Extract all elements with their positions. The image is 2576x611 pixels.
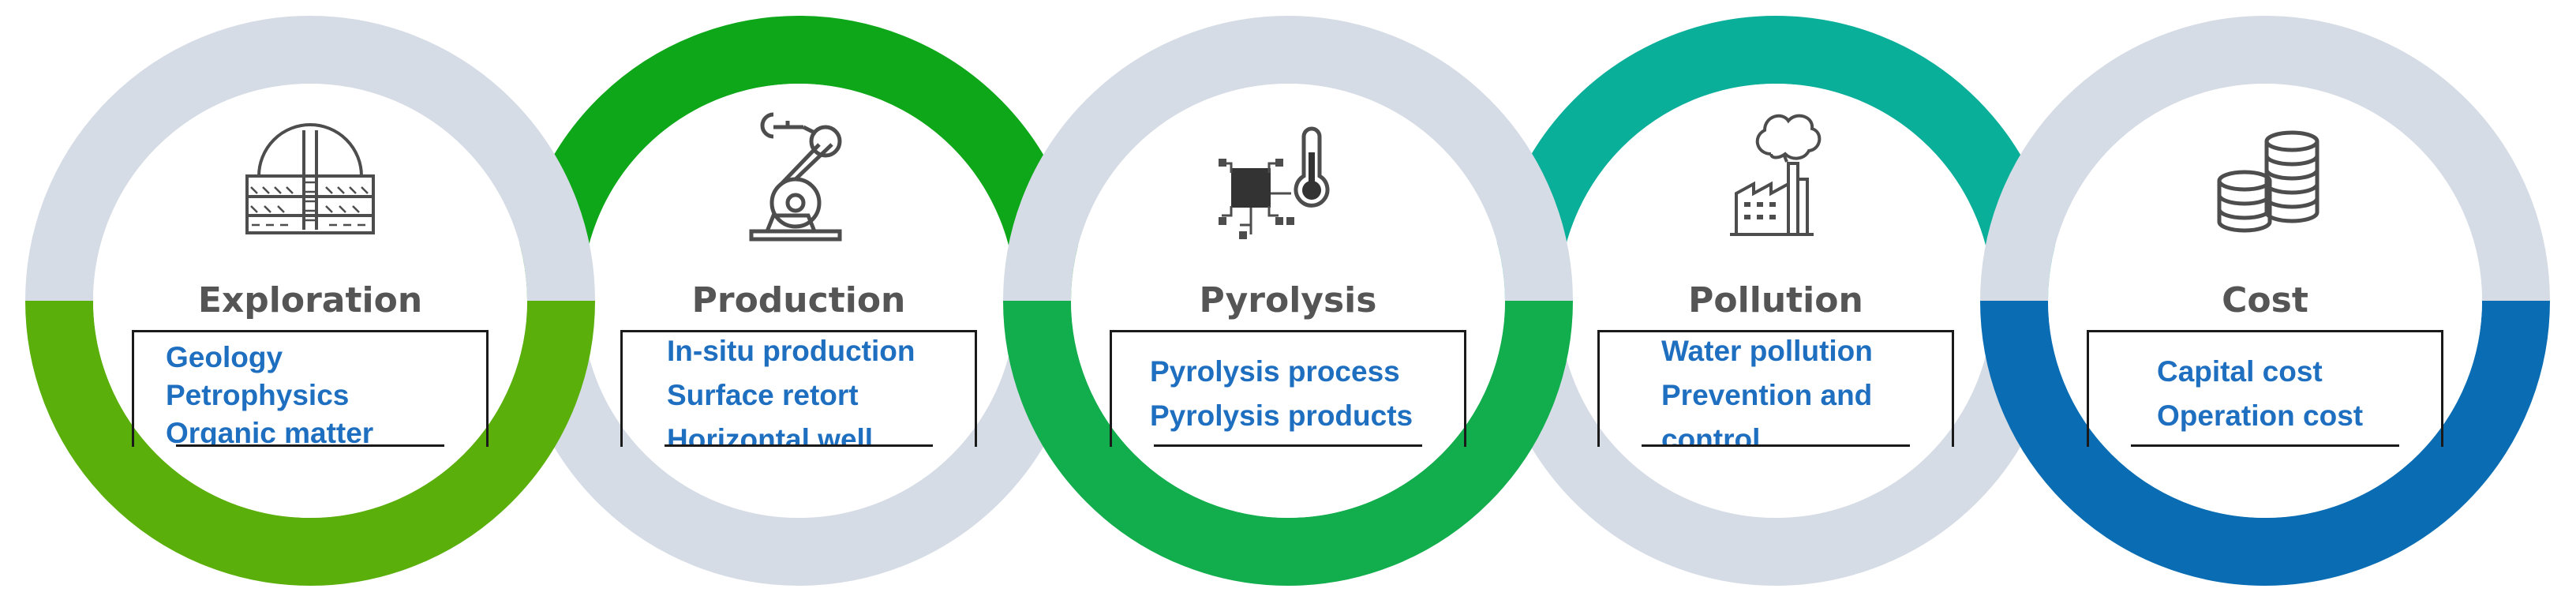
coin-stack-icon <box>2217 130 2320 233</box>
stage-item: Prevention and <box>1661 379 1873 411</box>
ring-production <box>514 16 1084 586</box>
stage-box-exploration: Geology Petrophysics Organic matter <box>132 330 489 447</box>
stage-item: Operation cost <box>2157 399 2364 432</box>
stage-item: Water pollution <box>1661 335 1873 367</box>
thermometer-chip-icon <box>1219 126 1330 239</box>
stage-item: Organic matter <box>166 417 374 447</box>
factory-smoke-icon <box>1730 114 1822 236</box>
stage-item: Horizontal well <box>667 423 874 447</box>
stage-item: Surface retort <box>667 379 859 411</box>
stage-item: Geology <box>166 341 283 373</box>
stage-title-pollution: Pollution <box>1688 280 1863 320</box>
stage-box-underline-cost <box>2131 444 2399 447</box>
robotic-arm-icon <box>749 112 842 242</box>
oil-reservoir-icon <box>245 123 375 234</box>
stage-title-pyrolysis: Pyrolysis <box>1199 280 1377 320</box>
stage-box-underline-pyrolysis <box>1154 444 1422 447</box>
ring-exploration <box>25 16 595 586</box>
stage-item: Capital cost <box>2157 355 2323 388</box>
stage-title-exploration: Exploration <box>197 280 423 320</box>
stage-item: Pyrolysis products <box>1150 399 1413 432</box>
stage-item: Petrophysics <box>166 379 350 411</box>
stage-box-pollution: Water pollution Prevention and control <box>1597 330 1954 447</box>
ring-pollution <box>1491 16 2061 586</box>
stage-box-underline-production <box>665 444 933 447</box>
ring-cost <box>1980 16 2550 586</box>
stage-title-cost: Cost <box>2222 280 2308 320</box>
stage-box-underline-exploration <box>176 444 444 447</box>
stage-box-production: In-situ production Surface retort Horizo… <box>620 330 977 447</box>
stage-box-underline-pollution <box>1642 444 1910 447</box>
stage-item: control <box>1661 423 1761 447</box>
stage-item: Pyrolysis process <box>1150 355 1400 388</box>
stage-item: In-situ production <box>667 335 915 367</box>
stage-box-cost: Capital cost Operation cost <box>2087 330 2443 447</box>
ring-pyrolysis <box>1003 16 1573 586</box>
stage-box-pyrolysis: Pyrolysis process Pyrolysis products <box>1110 330 1466 447</box>
stage-title-production: Production <box>691 280 906 320</box>
